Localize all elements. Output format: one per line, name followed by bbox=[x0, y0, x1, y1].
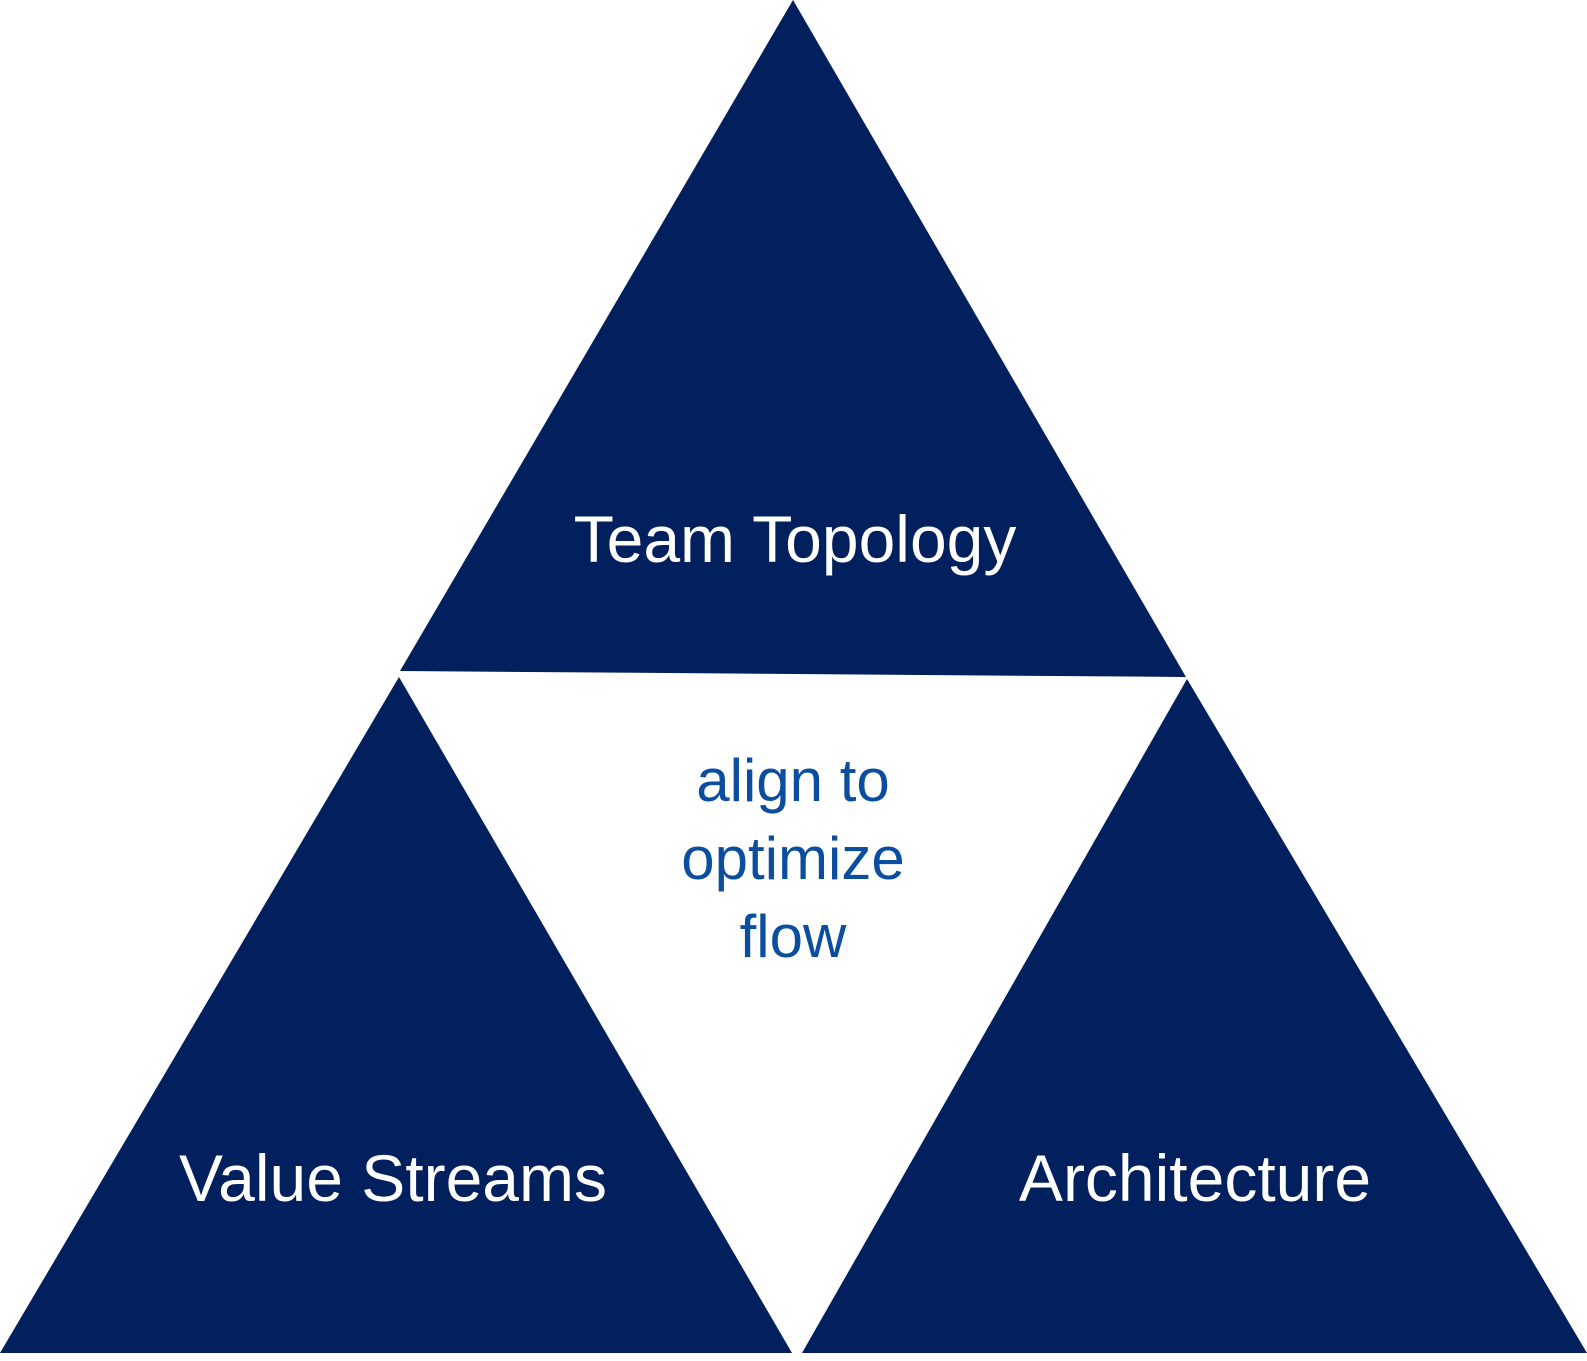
center-label-line-1: align to bbox=[696, 747, 889, 814]
top-triangle-label: Team Topology bbox=[574, 502, 1017, 576]
center-label-line-3: flow bbox=[740, 903, 847, 970]
left-triangle-label: Value Streams bbox=[179, 1141, 607, 1215]
top-triangle bbox=[400, 0, 1186, 677]
left-triangle bbox=[0, 677, 792, 1353]
right-triangle bbox=[802, 679, 1587, 1353]
center-label-line-2: optimize bbox=[681, 825, 904, 892]
right-triangle-label: Architecture bbox=[1019, 1141, 1371, 1215]
